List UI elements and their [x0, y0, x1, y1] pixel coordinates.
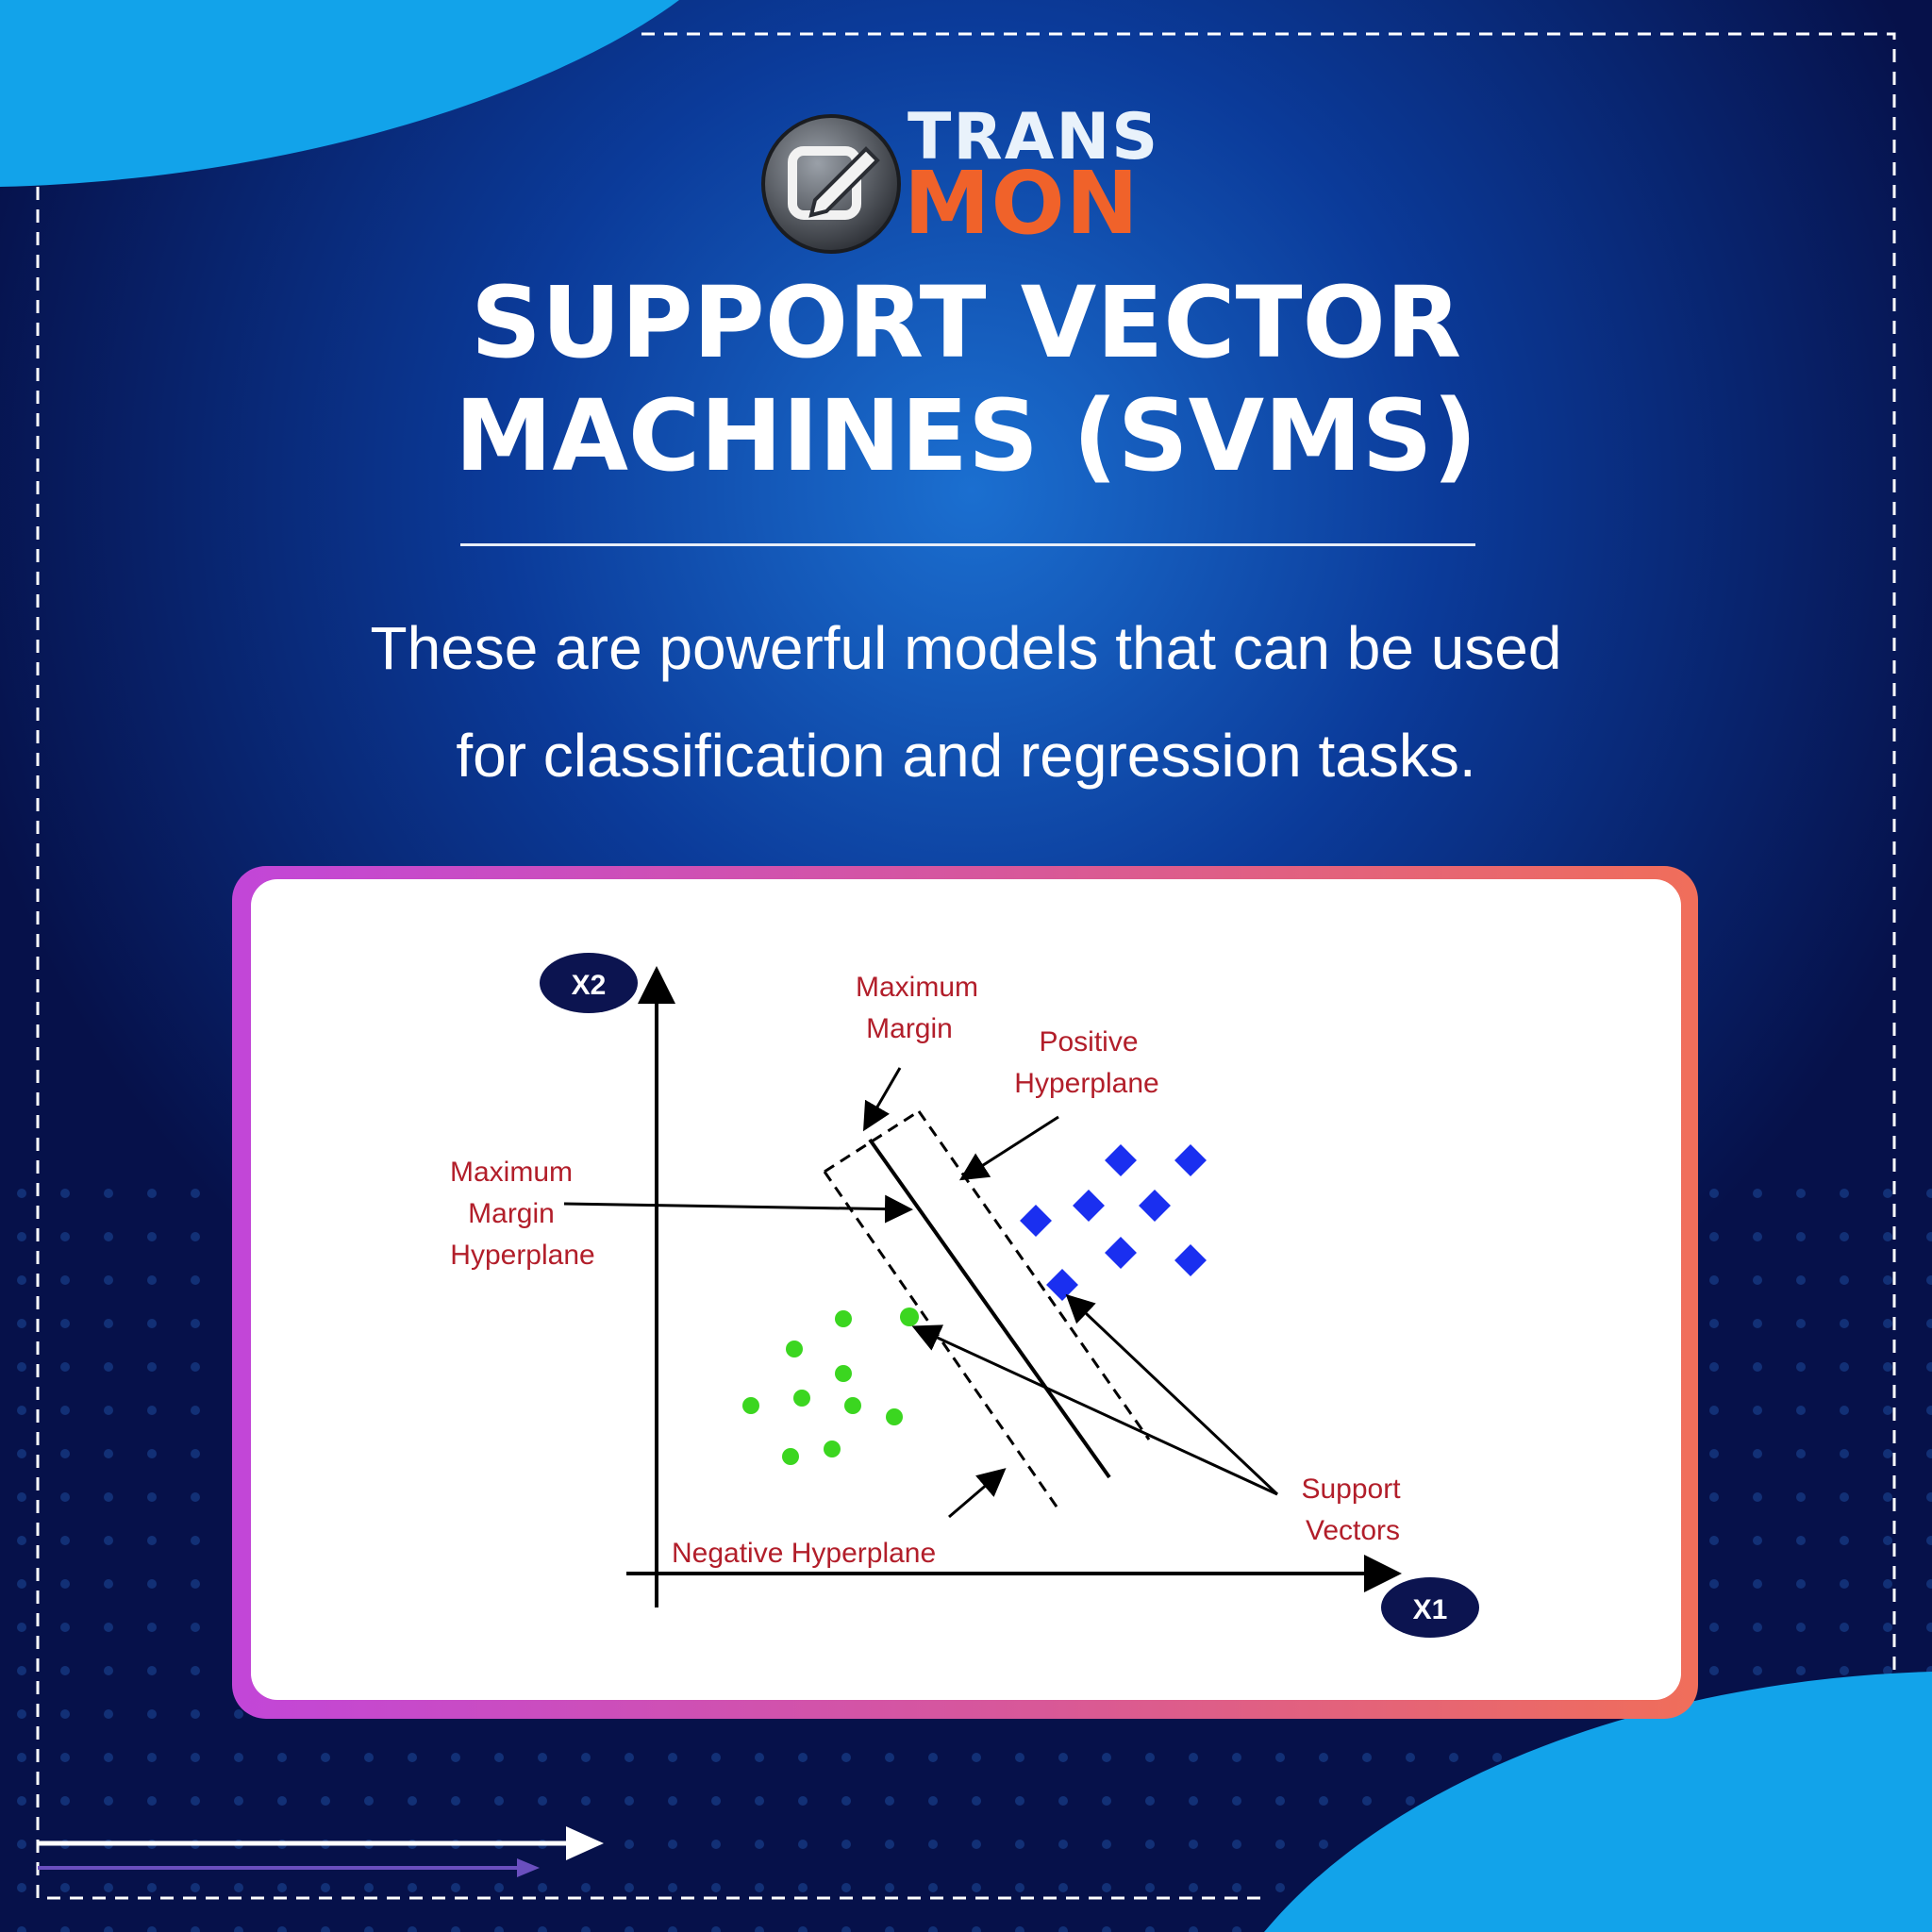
label-mmh-1: Maximum — [450, 1157, 573, 1188]
point-a — [1073, 1190, 1105, 1222]
subtitle: These are powerful models that can be us… — [0, 594, 1932, 809]
point-b — [793, 1390, 810, 1407]
support-vector-b — [900, 1307, 919, 1326]
negative-hyperplane — [823, 1171, 1060, 1510]
label-max-margin-1: Maximum — [856, 972, 978, 1003]
label-max-margin-2: Margin — [866, 1013, 953, 1044]
point-b — [742, 1397, 759, 1414]
arrow-mmh — [563, 1194, 913, 1224]
point-b — [886, 1408, 903, 1425]
arrow-max-margin — [862, 1067, 902, 1132]
x-axis-label: X1 — [1413, 1594, 1448, 1625]
label-negative: Negative Hyperplane — [672, 1538, 936, 1569]
subtitle-line1: These are powerful models that can be us… — [370, 614, 1562, 682]
y-axis-label: X2 — [572, 970, 607, 1001]
point-a — [1105, 1144, 1137, 1176]
title-line2: MACHINES (SVMS) — [454, 378, 1478, 493]
label-mmh-3: Hyperplane — [450, 1240, 594, 1271]
arrow-support-b — [911, 1324, 1278, 1496]
point-a — [1139, 1190, 1171, 1222]
point-b — [835, 1365, 852, 1382]
brand-line1: TRANS — [908, 100, 1160, 175]
label-support-1: Support — [1301, 1474, 1401, 1505]
class-a-points — [1020, 1144, 1207, 1301]
label-support-2: Vectors — [1306, 1515, 1400, 1546]
point-b — [844, 1397, 861, 1414]
point-a — [1020, 1205, 1052, 1237]
point-b — [782, 1448, 799, 1465]
label-mmh-2: Margin — [468, 1198, 555, 1229]
y-axis-badge — [540, 953, 638, 1013]
title-line1: SUPPORT VECTOR — [470, 265, 1462, 380]
label-positive-2: Hyperplane — [1014, 1068, 1158, 1099]
positive-hyperplane — [917, 1110, 1151, 1441]
point-a — [1174, 1244, 1207, 1276]
brand-line2: MON — [904, 153, 1140, 254]
class-b-points — [742, 1307, 919, 1465]
title-divider — [460, 543, 1475, 546]
support-vector-a — [1046, 1269, 1078, 1301]
label-positive-1: Positive — [1039, 1026, 1138, 1058]
arrow-negative — [948, 1468, 1007, 1519]
pencil-square-icon — [761, 114, 901, 254]
arrow-support-a — [1065, 1293, 1279, 1496]
arrow-positive — [958, 1115, 1059, 1181]
point-b — [786, 1341, 803, 1357]
subtitle-line2: for classification and regression tasks. — [456, 722, 1476, 790]
point-b — [835, 1310, 852, 1327]
diagram-card: X2 X1 — [251, 879, 1681, 1700]
arrow-right-icon — [38, 1826, 604, 1877]
point-b — [824, 1441, 841, 1457]
svm-diagram: X2 X1 — [450, 953, 1479, 1638]
page-title: SUPPORT VECTOR MACHINES (SVMS) — [0, 266, 1932, 492]
x-axis-badge — [1381, 1577, 1479, 1638]
point-a — [1105, 1237, 1137, 1269]
point-a — [1174, 1144, 1207, 1176]
